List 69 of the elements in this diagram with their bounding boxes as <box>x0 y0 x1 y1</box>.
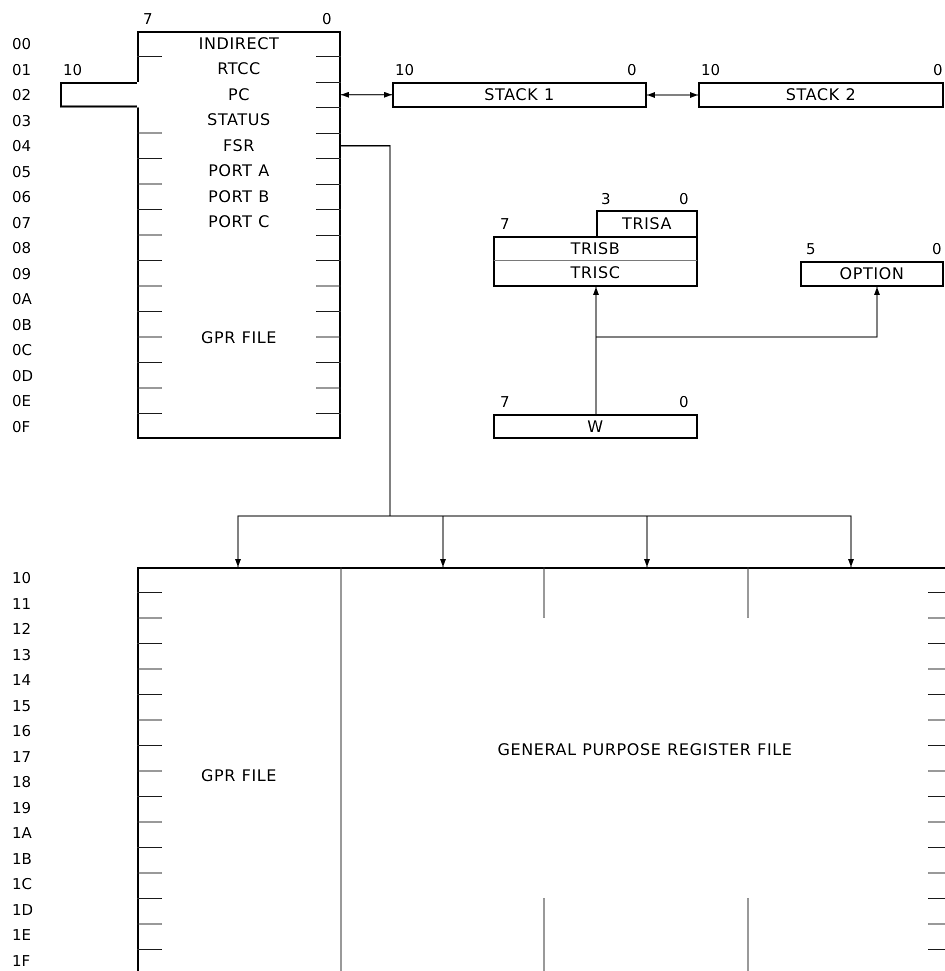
tris-register: TRISA <box>596 210 698 236</box>
bit-number: 5 <box>806 240 816 258</box>
tris-register: TRISC <box>493 261 698 287</box>
register-file-box <box>137 567 945 971</box>
address-label: 15 <box>12 696 32 714</box>
register-file-box <box>137 31 341 439</box>
address-label: 0C <box>12 341 32 359</box>
address-label: 0B <box>12 316 32 334</box>
tris-register: TRISB <box>493 236 698 261</box>
bit-number: 7 <box>500 215 510 233</box>
bit-number: 0 <box>933 61 943 79</box>
address-label: 00 <box>12 35 32 53</box>
arrow <box>646 92 698 98</box>
register-area-label: GPR FILE <box>137 325 341 351</box>
register-row: STATUS <box>137 108 341 133</box>
address-label: 10 <box>12 569 32 587</box>
address-label: 02 <box>12 86 32 104</box>
bit-number: 10 <box>395 61 414 79</box>
bit-number: 10 <box>701 61 720 79</box>
address-label: 1B <box>12 850 32 868</box>
address-label: 0F <box>12 418 30 436</box>
address-label: 1F <box>12 952 30 970</box>
bit-number: 0 <box>679 190 689 208</box>
address-label: 04 <box>12 137 32 155</box>
address-label: 09 <box>12 264 32 282</box>
address-label: 1D <box>12 900 34 918</box>
address-label: 16 <box>12 722 32 740</box>
register-row: PORT A <box>137 158 341 184</box>
bit-number: 0 <box>627 61 637 79</box>
register-row: INDIRECT <box>137 31 341 56</box>
address-label: 18 <box>12 773 32 791</box>
address-label: 1A <box>12 824 32 842</box>
address-label: 07 <box>12 214 32 232</box>
option-register: OPTION <box>800 261 944 287</box>
address-label: 1C <box>12 875 32 893</box>
address-label: 0D <box>12 366 34 384</box>
bit-number: 10 <box>63 61 82 79</box>
address-label: 01 <box>12 60 32 78</box>
register-area-label: GPR FILE <box>137 763 341 789</box>
pc-register: PC <box>60 82 341 108</box>
register-area-label: GENERAL PURPOSE REGISTER FILE <box>360 737 930 763</box>
arrow <box>340 92 392 98</box>
bit-number: 0 <box>932 240 942 258</box>
address-label: 0A <box>12 290 32 308</box>
register-row: PORT B <box>137 184 341 210</box>
address-label: 17 <box>12 748 32 766</box>
register-row: RTCC <box>137 56 341 82</box>
bit-number: 7 <box>143 10 153 28</box>
bit-number: 7 <box>500 393 510 411</box>
arrow <box>340 145 854 568</box>
address-label: 12 <box>12 620 32 638</box>
stack-register: STACK 1 <box>392 82 647 108</box>
address-label: 08 <box>12 239 32 257</box>
address-label: 06 <box>12 188 32 206</box>
address-label: 11 <box>12 594 32 612</box>
w-register: W <box>493 414 698 439</box>
address-label: 05 <box>12 162 32 180</box>
address-label: 13 <box>12 646 32 664</box>
address-label: 14 <box>12 671 32 689</box>
bit-number: 0 <box>322 10 332 28</box>
address-label: 0E <box>12 392 32 410</box>
bit-number: 0 <box>679 393 689 411</box>
address-label: 03 <box>12 112 32 130</box>
stack-register: STACK 2 <box>698 82 944 108</box>
register-row: PORT C <box>137 210 341 235</box>
address-label: 19 <box>12 798 32 816</box>
register-row: FSR <box>137 133 341 158</box>
bit-number: 3 <box>601 190 611 208</box>
address-label: 1E <box>12 926 32 944</box>
